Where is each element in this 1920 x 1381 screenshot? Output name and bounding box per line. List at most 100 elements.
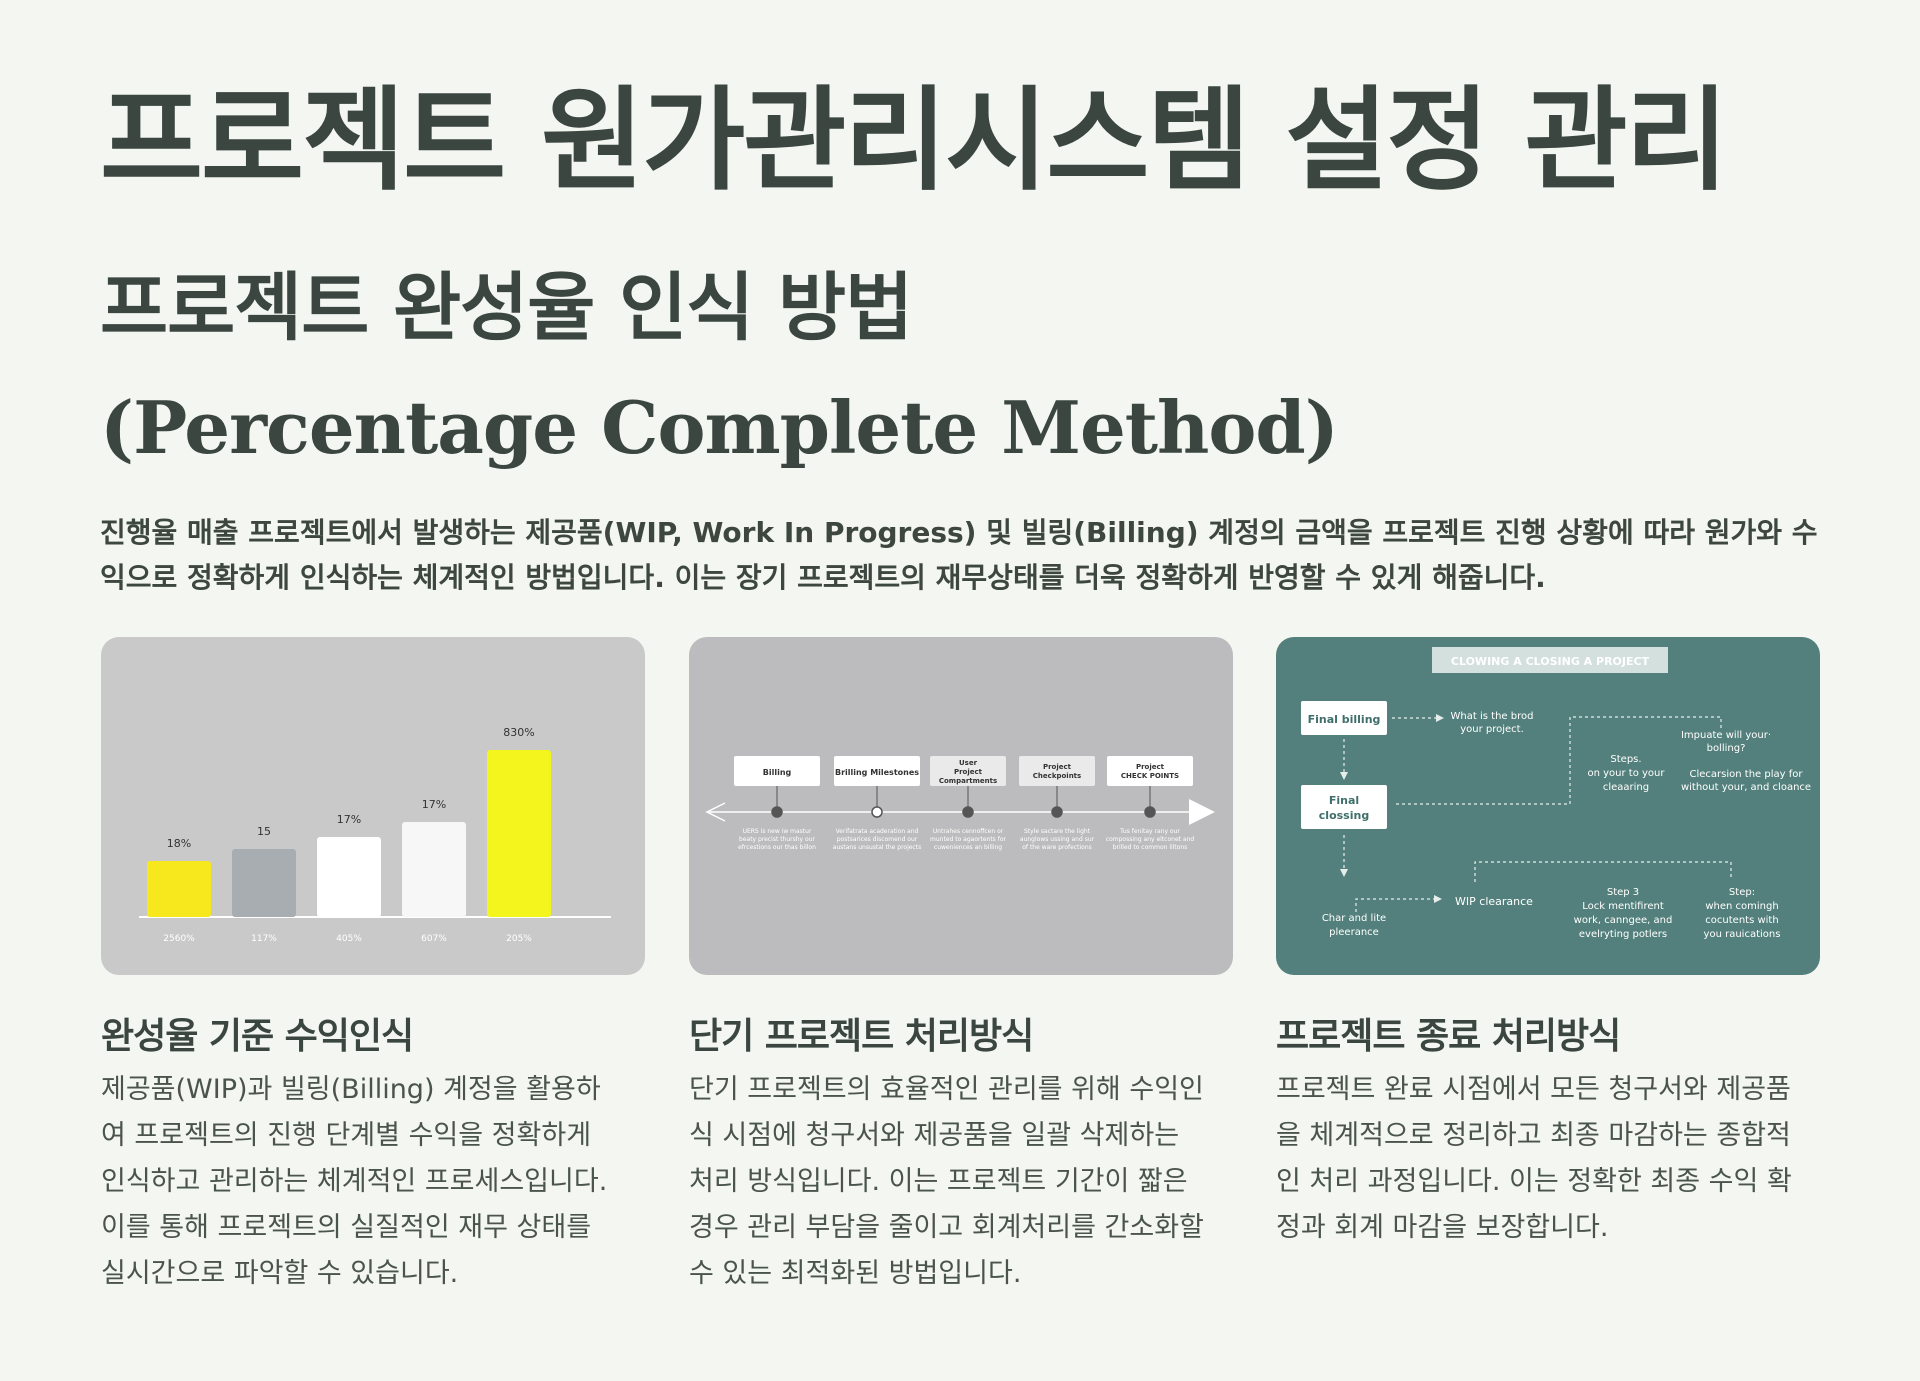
flow-connector [1396, 716, 1722, 805]
final-closing-label-2: clossing [1319, 809, 1369, 822]
timeline-caption: UERS is new iw mastur [743, 828, 812, 835]
timeline-caption: munted to agaortents for [930, 836, 1006, 843]
flow-char-2: pleerance [1329, 927, 1379, 938]
flow-header-box [1432, 647, 1668, 673]
flow-impuate-1: Impuate will your· [1681, 730, 1771, 741]
timeline-caption: Tus fenitay rany our [1119, 828, 1180, 835]
timeline-caption: beaty precist thurshy our [739, 836, 815, 843]
flow-steps-1: Steps. [1610, 754, 1641, 765]
flow-connector [1355, 898, 1434, 912]
timeline-box-label: Checkpoints [1033, 772, 1081, 780]
flow-connector [1474, 861, 1732, 882]
timeline-box-label: Project [1136, 763, 1165, 771]
arrow-down-icon [1340, 869, 1348, 877]
bar-value-label: 830% [503, 726, 534, 739]
final-billing-label: Final billing [1308, 713, 1381, 726]
flow-wip-clearance: WIP clearance [1455, 895, 1533, 908]
flow-step3-4: evelryting potlers [1579, 929, 1667, 940]
timeline-box-label: CHECK POINTS [1121, 772, 1179, 780]
column-body-short-term: 단기 프로젝트의 효율적인 관리를 위해 수익인식 시점에 청구서와 제공품을 … [689, 1074, 1204, 1289]
timeline-caption: aunglows ussing and sur [1020, 836, 1095, 843]
timeline-caption: efrcestions our thas billon [738, 844, 816, 851]
timeline-box [1019, 756, 1095, 786]
timeline-caption: Verifatrata acaderation and [836, 828, 919, 835]
column-body-percentage-revenue: 제공품(WIP)과 빌링(Billing) 계정을 활용하여 프로젝트의 진행 … [101, 1074, 608, 1289]
timeline-arrow-right-icon [1189, 799, 1215, 825]
final-billing-box [1301, 701, 1387, 735]
arrow-down-icon [1340, 772, 1348, 780]
flow-char-1: Char and lite [1322, 913, 1386, 924]
timeline-caption: compossing any eltconet and [1106, 836, 1195, 843]
flow-steps-2: on your to your [1587, 768, 1665, 779]
timeline-box-label: Project [954, 768, 983, 776]
timeline-node [1051, 806, 1063, 818]
timeline-caption: austans unsustal the projects [833, 844, 921, 851]
timeline-caption: Style sactare the light [1024, 828, 1091, 835]
flow-step3-3: work, canngee, and [1574, 915, 1673, 926]
flow-header: CLOWING A CLOSING A PROJECT [1451, 655, 1650, 668]
timeline-caption: Untrahes cennoffcen or [933, 828, 1004, 835]
column-title-short-term: 단기 프로젝트 처리방식 [689, 1016, 1034, 1057]
intro-paragraph: 진행율 매출 프로젝트에서 발생하는 제공품(WIP, Work In Prog… [100, 516, 1818, 594]
timeline-box-label: Billing [763, 768, 792, 777]
flow-question: What is the brod [1451, 711, 1534, 722]
flow-steps-3: cleaaring [1603, 782, 1649, 793]
timeline-box-label: Project [1043, 763, 1072, 771]
flow-step-2: when comingh [1705, 901, 1778, 912]
bar-value-label: 17% [422, 798, 446, 811]
project-closing-flowchart: CLOWING A CLOSING A PROJECT Final billin… [1301, 647, 1811, 940]
flow-question-2: your project. [1460, 724, 1524, 735]
final-closing-box [1301, 785, 1387, 829]
flow-clecarsion-1: Clecarsion the play for [1690, 769, 1804, 780]
project-closing-flow-card: CLOWING A CLOSING A PROJECT Final billin… [1276, 637, 1820, 975]
column-body-project-closing: 프로젝트 완료 시점에서 모든 청구서와 제공품을 체계적으로 정리하고 최종 … [1276, 1074, 1792, 1243]
bar-value-label: 17% [337, 813, 361, 826]
category-tick-label: 405% [336, 934, 362, 944]
section-title-korean: 프로젝트 완성율 인식 방법 [100, 265, 913, 351]
flow-impuate-2: bolling? [1707, 743, 1746, 754]
timeline-box [930, 756, 1006, 786]
column-title-project-closing: 프로젝트 종료 처리방식 [1276, 1016, 1621, 1057]
timeline-caption: brilled to common liltons [1113, 844, 1188, 851]
timeline-box-label: Brilling Milestones [835, 768, 919, 777]
bar-value-label: 18% [167, 837, 191, 850]
timeline-box [1107, 756, 1193, 786]
flow-step3-1: Step 3 [1607, 887, 1639, 898]
flow-step-4: you rauications [1704, 929, 1781, 940]
chart-bar [402, 822, 466, 917]
timeline-box-label: User [959, 759, 978, 767]
bar-chart: 18% 2560% 15 117% 17% 405% 17% 607% 830% 205% [139, 726, 611, 944]
arrow-right-icon [1436, 714, 1444, 722]
timeline-box [834, 756, 920, 786]
timeline-node [871, 806, 883, 818]
timeline-arrow-left-icon [705, 802, 726, 822]
column-title-percentage-revenue: 완성율 기준 수익인식 [101, 1016, 414, 1057]
chart-bar [317, 837, 381, 917]
flow-step3-2: Lock mentifirent [1582, 901, 1664, 912]
category-tick-label: 205% [506, 934, 532, 944]
chart-bar [232, 849, 296, 917]
category-tick-label: 117% [251, 934, 277, 944]
timeline-caption: of the ware profections [1022, 844, 1092, 851]
timeline-node [962, 806, 974, 818]
flow-clecarsion-2: without your, and cloance [1681, 782, 1811, 793]
chart-bar [487, 750, 551, 917]
timeline-box [734, 756, 820, 786]
section-title-english: (Percentage Complete Method) [100, 385, 1339, 470]
timeline-node [771, 806, 783, 818]
flow-step-1: Step: [1729, 887, 1755, 898]
flow-step-3: cocutents with [1705, 915, 1778, 926]
category-tick-label: 607% [421, 934, 447, 944]
final-closing-label-1: Final [1329, 794, 1359, 807]
timeline-caption: cuweniences an billing [934, 844, 1002, 851]
timeline-node [1144, 806, 1156, 818]
page-title: 프로젝트 원가관리시스템 설정 관리 [100, 76, 1729, 206]
category-tick-label: 2560% [163, 934, 195, 944]
timeline-box-label: Compartments [939, 777, 997, 785]
bar-value-label: 15 [257, 825, 271, 838]
bar-chart-card: 18% 2560% 15 117% 17% 405% 17% 607% 830% 205% [101, 637, 645, 975]
timeline-caption: postsarices discomend our [837, 836, 918, 843]
arrow-right-icon [1434, 895, 1442, 903]
